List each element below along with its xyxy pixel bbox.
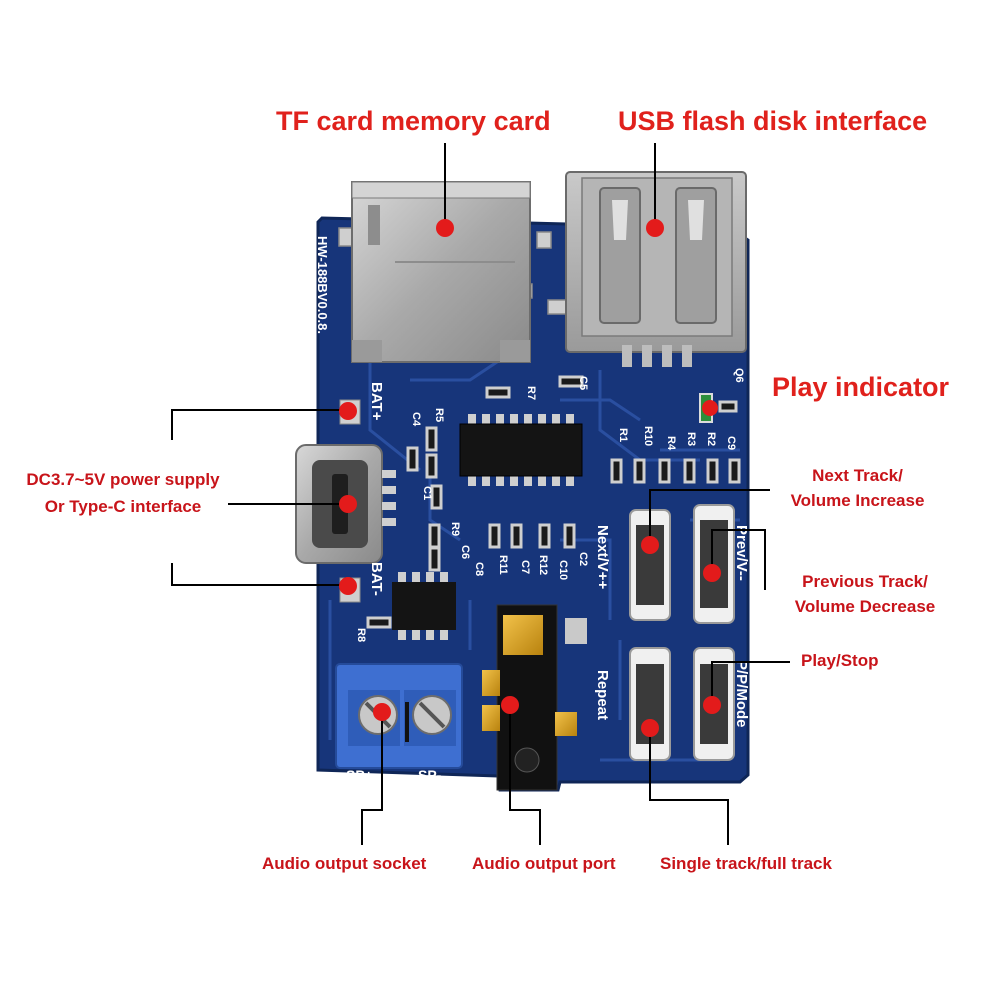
label-prev: Previous Track/ Volume Decrease [775,572,955,617]
silk-q6: Q6 [733,368,745,383]
label-next-line2: Volume Increase [790,491,925,510]
button-repeat [629,647,671,761]
main-ic [459,414,583,486]
silk-repeat: Repeat [594,670,611,720]
silk-c6: C6 [459,545,471,559]
silk-r8: R8 [355,628,367,642]
button-next [629,509,671,621]
marker-bat-plus [339,402,357,420]
silk-r3: R3 [685,432,697,446]
marker-prev [703,564,721,582]
silk-c9: C9 [725,436,737,450]
usb-connector [565,171,747,367]
tactile-buttons [629,504,735,761]
label-power-line1: DC3.7~5V power supply [26,470,220,489]
silk-c5: C5 [577,376,589,390]
marker-bat-minus [339,577,357,595]
silk-prev: Prev/V-- [733,525,750,581]
silk-r12: R12 [537,555,549,575]
label-power: DC3.7~5V power supply Or Type-C interfac… [8,470,238,517]
silk-r9: R9 [449,522,461,536]
marker-next [641,536,659,554]
silk-c8: C8 [473,562,485,576]
silk-c7: C7 [519,560,531,574]
label-power-line2: Or Type-C interface [44,497,202,516]
marker-usbc [339,495,357,513]
silk-r1: R1 [617,428,629,442]
marker-led [702,400,718,416]
silk-r11: R11 [497,555,509,575]
screw-terminal [335,663,463,769]
silk-r4: R4 [665,436,677,451]
label-audio-port: Audio output port [472,854,616,873]
silk-r10: R10 [642,426,654,446]
silk-r5: R5 [433,408,445,422]
label-prev-line2: Volume Decrease [794,597,936,616]
label-play-stop: Play/Stop [801,651,879,670]
label-tf-card: TF card memory card [276,106,551,136]
silk-c4: C4 [410,412,422,427]
label-usb: USB flash disk interface [618,106,928,136]
silk-sp-plus: SP+ [346,767,373,783]
silk-r2: R2 [705,432,717,446]
label-play-indicator: Play indicator [772,372,950,402]
silk-bat-minus: BAT- [368,562,385,596]
label-single-track: Single track/full track [660,854,832,873]
marker-terminal [373,703,391,721]
smd-components [366,375,741,629]
silk-c1: C1 [421,486,433,500]
silk-next: Next/V++ [594,525,611,589]
marker-repeat [641,719,659,737]
silk-sp-minus: SP- [418,767,442,783]
label-next-line1: Next Track/ [812,466,903,485]
marker-dots [339,219,721,737]
label-prev-line1: Previous Track/ [802,572,928,591]
silk-bat-plus: BAT+ [368,382,385,421]
silk-board-id: HW-188BV0.0.8. [315,236,330,334]
silk-c10: C10 [557,560,569,580]
amp-ic [392,572,456,640]
silk-c2: C2 [577,552,589,566]
marker-play [703,696,721,714]
silk-r7: R7 [525,386,537,400]
silk-pp-mode: P/P/Mode [733,660,750,728]
marker-jack [501,696,519,714]
leader-lines [171,143,790,845]
label-next: Next Track/ Volume Increase [770,466,945,511]
marker-tf [436,219,454,237]
marker-usb [646,219,664,237]
silkscreen: HW-188BV0.0.8. BAT+ BAT- Next/V++ Repeat… [315,236,750,783]
button-prev [693,504,735,624]
tf-card-slot [351,181,531,363]
label-audio-socket: Audio output socket [262,854,427,873]
audio-jack [482,604,587,791]
